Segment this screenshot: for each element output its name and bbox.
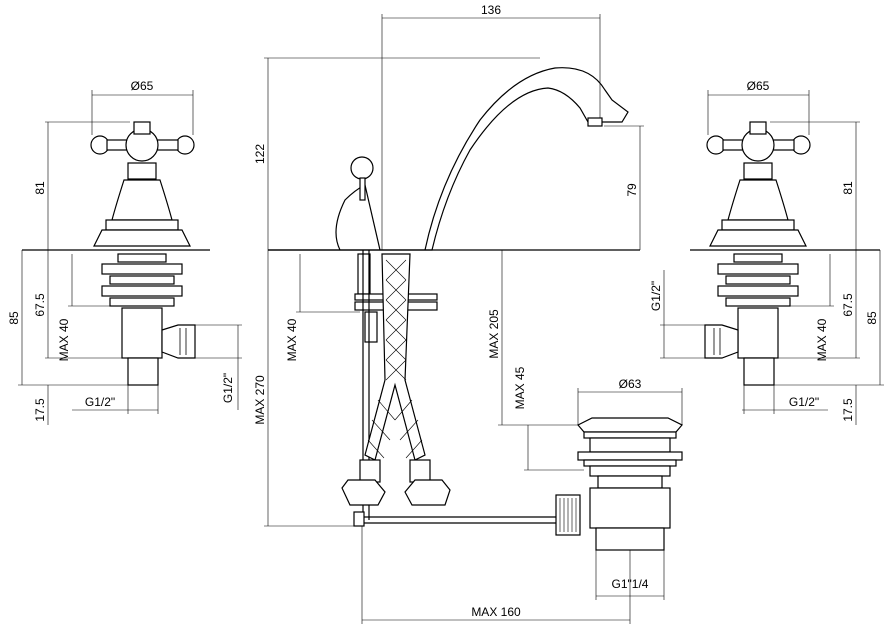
thread-length-left: 67.5 xyxy=(33,293,47,317)
center-dimensions: 136 122 79 MAX 270 MAX 40 MAX 205 MAX 45… xyxy=(253,3,683,624)
below-deck-right: 85 xyxy=(865,311,879,325)
braided-hoses xyxy=(341,253,451,506)
side-connection-left: G1/2" xyxy=(221,373,235,403)
spout-outlet-height: 79 xyxy=(625,183,639,197)
side-connection-right: G1/2" xyxy=(649,281,663,311)
max-drain-rod: MAX 205 xyxy=(487,309,501,359)
outlet-length-left: 17.5 xyxy=(33,398,47,422)
connection-right: G1/2" xyxy=(789,395,819,409)
thread-length-right: 67.5 xyxy=(841,293,855,317)
left-valve-dimensions: Ø65 81 85 67.5 MAX 40 17.5 G1/2" G1/2" xyxy=(7,79,242,425)
below-deck-left: 85 xyxy=(7,311,21,325)
max-deck-right: MAX 40 xyxy=(815,318,829,361)
handle-diameter-left: Ø65 xyxy=(131,79,154,93)
spout-reach: 136 xyxy=(481,3,501,17)
right-valve-dimensions: Ø65 81 85 67.5 MAX 40 17.5 G1/2" G1/2" xyxy=(649,79,884,425)
left-valve xyxy=(22,121,210,386)
connection-left: G1/2" xyxy=(85,395,115,409)
max-deck-left: MAX 40 xyxy=(57,318,71,361)
max-hose-length: MAX 270 xyxy=(253,375,267,425)
right-valve xyxy=(690,121,880,386)
max-drain-deck: MAX 45 xyxy=(513,366,527,409)
drain-diameter: Ø63 xyxy=(619,377,642,391)
pop-up-waste xyxy=(353,417,683,551)
max-deck-center: MAX 40 xyxy=(285,318,299,361)
outlet-length-right: 17.5 xyxy=(841,398,855,422)
spout-height: 122 xyxy=(253,144,267,164)
valve-height-right: 81 xyxy=(841,181,855,195)
valve-height-left: 81 xyxy=(33,181,47,195)
max-drain-offset: MAX 160 xyxy=(471,605,521,619)
handle-diameter-right: Ø65 xyxy=(747,79,770,93)
